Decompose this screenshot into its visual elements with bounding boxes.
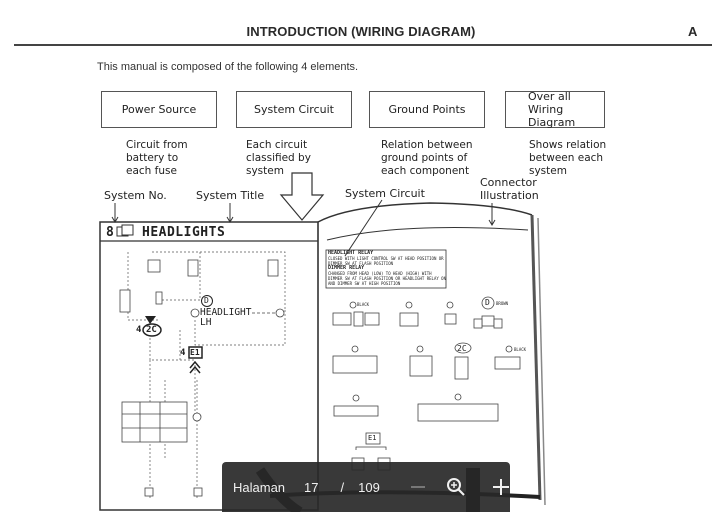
plus-icon	[493, 479, 509, 495]
element-label: Over all Wiring Diagram	[528, 90, 576, 129]
connector-color-label: BLACK	[357, 302, 370, 307]
ground-e1-label: E1	[190, 348, 200, 357]
connector-2c-marker	[142, 316, 162, 337]
headlight-side-label: LH	[200, 317, 212, 328]
connector-color-label: BLACK	[514, 347, 527, 352]
page-label: Halaman	[233, 479, 286, 495]
connector-2c-illustration-label: 2C	[457, 344, 467, 353]
right-page-top	[317, 202, 533, 223]
callout-system-circuit: System Circuit	[345, 187, 425, 200]
big-down-arrow	[279, 172, 325, 221]
system-title: HEADLIGHTS	[142, 225, 226, 240]
callout-arrowhead	[488, 219, 496, 226]
current-page-input[interactable]: 17	[304, 479, 319, 495]
relay-note-line: DIMMER SW AT FLASH POSITION OR HEADLIGHT…	[328, 276, 447, 281]
connector-illustrations	[332, 311, 521, 471]
relay-note-line: DIMMER RELAY	[328, 265, 365, 271]
callout-system-title: System Title	[196, 189, 265, 202]
minus-icon	[410, 486, 425, 488]
relay-note-line: HEADLIGHT RELAY	[328, 250, 374, 256]
system-number: 8	[106, 225, 114, 240]
headlight-icon	[116, 224, 134, 237]
connector-2c-label: 2C	[146, 325, 157, 335]
element-box-power-source: Power Source	[101, 91, 217, 128]
element-description: Shows relation between each system	[529, 139, 607, 177]
page-separator: /	[340, 479, 345, 495]
zoom-out-button[interactable]	[410, 477, 426, 497]
element-box-ground-points: Ground Points	[369, 91, 485, 128]
connector-color-label: BROWN	[496, 301, 509, 306]
element-label: Ground Points	[388, 103, 466, 116]
element-description: Each circuit classified by system	[246, 139, 311, 177]
connector-d-letter: D	[485, 298, 490, 307]
element-label: System Circuit	[254, 103, 334, 116]
element-description: Relation between ground points of each c…	[381, 139, 473, 177]
relay-note-line: CLOSED WITH LIGHT CONTROL SW AT HEAD POS…	[328, 256, 444, 261]
zoom-button[interactable]	[446, 476, 466, 498]
relay-note-box	[325, 249, 447, 289]
viewer-toolbar: Halaman 17 / 109	[222, 462, 510, 512]
connector-e1-label: E1	[368, 434, 377, 442]
relay-note-line: AND DIMMER SW AT HIGH POSITION	[328, 281, 401, 286]
callout-system-no: System No.	[104, 189, 167, 202]
relay-note-line: DIMMER SW AT FLASH POSITION	[328, 261, 394, 266]
element-description: Circuit from battery to each fuse	[126, 139, 188, 177]
headlight-label: HEADLIGHT	[200, 307, 252, 318]
section-letter: A	[688, 24, 698, 39]
total-pages: 109	[358, 479, 380, 495]
zoom-in-icon	[447, 478, 465, 496]
connector-d-label: D	[204, 296, 209, 305]
callout-connector-illustration: Connector Illustration	[480, 176, 539, 202]
ground-number: 4	[180, 348, 186, 358]
element-label: Power Source	[121, 103, 197, 116]
connector-2c-number: 4	[136, 325, 142, 335]
relay-note-line: CHANGED FROM HEAD (LOW) TO HEAD (HIGH) W…	[328, 271, 432, 276]
page-header-title: INTRODUCTION (WIRING DIAGRAM)	[246, 24, 476, 39]
zoom-in-button[interactable]	[492, 477, 510, 497]
element-box-overall-wiring: Over all Wiring Diagram	[505, 90, 605, 129]
element-box-system-circuit: System Circuit	[236, 91, 352, 128]
relay-note: HEADLIGHT RELAY CLOSED WITH LIGHT CONTRO…	[328, 250, 447, 287]
callout-line	[344, 199, 383, 257]
header-rule	[14, 44, 712, 46]
intro-text: This manual is composed of the following…	[97, 61, 359, 73]
ground-e1-marker	[188, 346, 203, 359]
